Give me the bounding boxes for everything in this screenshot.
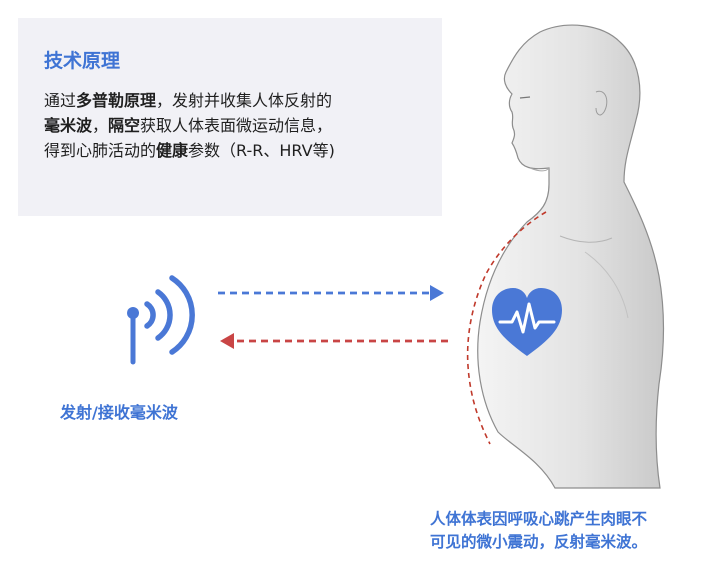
body-text: ，	[92, 116, 109, 135]
surface-motion-outline	[466, 211, 547, 445]
description-line-2: 毫米波，隔空获取人体表面微运动信息，	[44, 113, 434, 138]
signal-waves-icon	[144, 275, 195, 355]
principle-panel	[18, 18, 442, 216]
human-torso-illustration	[477, 24, 665, 489]
antenna-label: 发射/接收毫米波	[60, 403, 178, 422]
description-line-1: 通过多普勒原理，发射并收集人体反射的	[44, 88, 434, 113]
body-text: 通过	[44, 91, 77, 110]
heart-ecg-icon	[492, 288, 562, 356]
body-text: 得到心肺活动的	[44, 141, 157, 160]
body-text: 获取人体表面微运动信息，	[140, 116, 333, 135]
emphasis-text: 毫米波	[44, 116, 93, 135]
panel-title: 技术原理	[44, 50, 121, 72]
caption-line-2: 可见的微小震动，反射毫米波。	[430, 533, 648, 551]
emphasis-text: 隔空	[108, 116, 141, 135]
emphasis-text: 健康	[156, 141, 189, 160]
reflected-wave-arrow	[220, 333, 448, 349]
body-text: ，发射并收集人体反射的	[156, 91, 333, 110]
emitted-wave-arrow	[218, 285, 444, 301]
description-line-3: 得到心肺活动的健康参数（R-R、HRV等)	[44, 138, 434, 163]
body-caption: 人体体表因呼吸心跳产生肉眼不 可见的微小震动，反射毫米波。	[430, 508, 720, 554]
caption-line-1: 人体体表因呼吸心跳产生肉眼不	[430, 510, 648, 528]
body-text: 参数（R-R、HRV等)	[188, 141, 335, 160]
antenna-icon	[127, 307, 139, 365]
emphasis-text: 多普勒原理	[76, 91, 157, 110]
panel-description: 通过多普勒原理，发射并收集人体反射的 毫米波，隔空获取人体表面微运动信息， 得到…	[44, 88, 434, 163]
